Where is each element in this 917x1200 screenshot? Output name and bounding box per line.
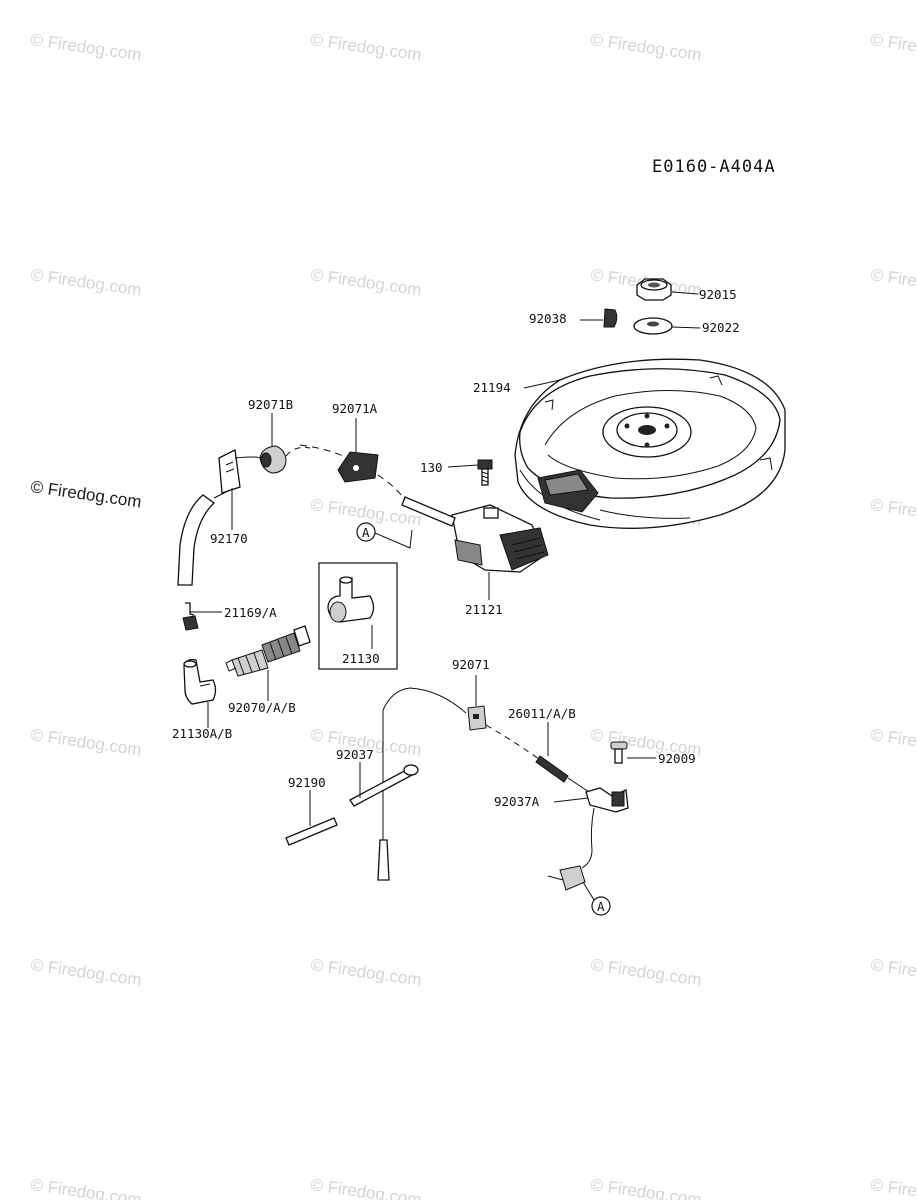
part-label-92037: 92037 — [336, 747, 374, 762]
watermark: © Firedog.com — [869, 30, 917, 64]
watermark: © Firedog.com — [29, 1175, 142, 1200]
watermark: © Firedog.com — [29, 265, 142, 299]
part-label-26011ab: 26011/A/B — [508, 706, 576, 721]
watermark: © Firedog.com — [309, 1175, 422, 1200]
part-label-21130: 21130 — [342, 651, 380, 666]
flywheel-drawing — [514, 278, 786, 529]
part-label-21130ab: 21130A/B — [172, 726, 232, 741]
connector-a-top: A — [356, 522, 376, 542]
watermark: © Firedog.com — [309, 30, 422, 64]
stop-switch-lead-drawing — [285, 687, 629, 891]
part-label-92038: 92038 — [529, 311, 567, 326]
leader-lines — [190, 291, 701, 901]
diagram-code: E0160-A404A — [652, 157, 776, 177]
part-labels: 92015 92038 92022 21194 92071B 92071A 13… — [172, 287, 740, 809]
watermark: © Firedog.com — [589, 1175, 702, 1200]
part-label-92070ab: 92070/A/B — [228, 700, 296, 715]
part-label-92009: 92009 — [658, 751, 696, 766]
watermark-dark: © Firedog.com — [29, 477, 142, 511]
part-label-21169a: 21169/A — [224, 605, 277, 620]
connector-a-bottom: A — [591, 896, 611, 916]
part-label-92071b: 92071B — [248, 397, 293, 412]
watermark: © Firedog.com — [309, 955, 422, 989]
clamp-parts-drawing — [177, 445, 379, 586]
part-label-92015: 92015 — [699, 287, 737, 302]
watermark: © Firedog.com — [589, 955, 702, 989]
connector-label: A — [362, 525, 370, 540]
watermark: © Firedog.com — [869, 725, 917, 759]
part-label-130: 130 — [420, 460, 443, 475]
part-label-92037a: 92037A — [494, 794, 540, 809]
watermark: © Firedog.com — [869, 265, 917, 299]
watermark: © Firedog.com — [29, 725, 142, 759]
watermark: © Firedog.com — [869, 955, 917, 989]
watermark: © Firedog.com — [29, 955, 142, 989]
part-label-92190: 92190 — [288, 775, 326, 790]
part-label-21121: 21121 — [465, 602, 503, 617]
watermark: © Firedog.com — [589, 30, 702, 64]
part-label-92170: 92170 — [210, 531, 248, 546]
part-label-21194: 21194 — [473, 380, 511, 395]
connector-label: A — [597, 899, 605, 914]
watermark: © Firedog.com — [869, 495, 917, 529]
part-label-92071a: 92071A — [332, 401, 378, 416]
watermark: © Firedog.com — [869, 1175, 917, 1200]
ignition-coil-drawing — [299, 444, 549, 573]
inset-box-21130 — [318, 562, 398, 670]
watermark: © Firedog.com — [309, 265, 422, 299]
part-label-92071: 92071 — [452, 657, 490, 672]
part-label-92022: 92022 — [702, 320, 740, 335]
watermark: © Firedog.com — [29, 30, 142, 64]
spark-plug-drawing — [182, 602, 311, 705]
